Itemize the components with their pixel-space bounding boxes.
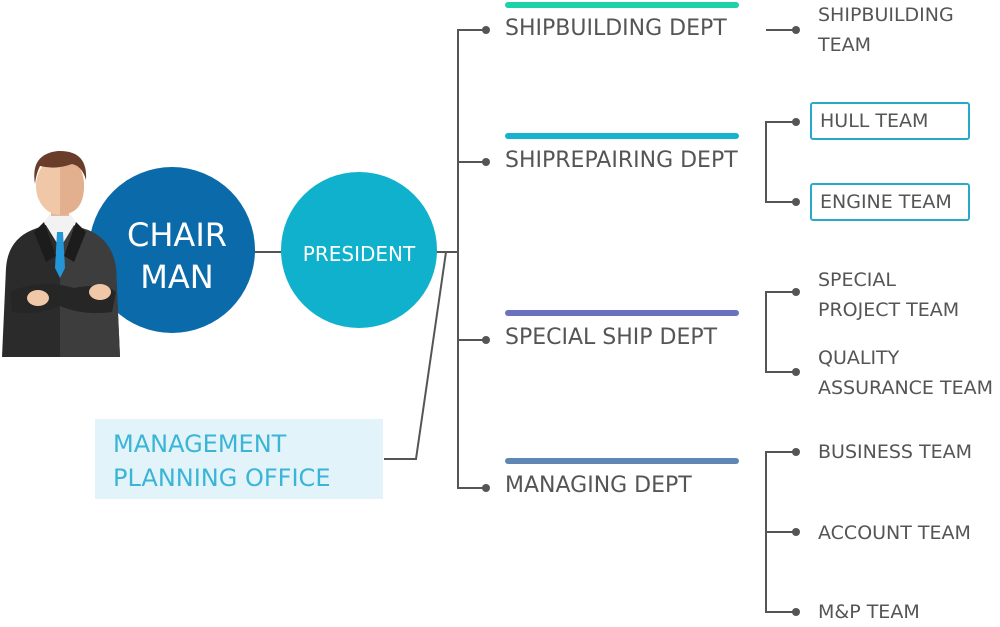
dot-dept-shiprepairing xyxy=(482,158,490,166)
team-shipbuilding-line2: TEAM xyxy=(818,34,872,56)
connector-lines xyxy=(250,29,796,613)
chairman-label: CHAIR MAN xyxy=(102,214,252,298)
team-special-project-line1: SPECIAL xyxy=(818,269,896,291)
team-mp-label: M&P TEAM xyxy=(818,601,920,623)
lapel-left xyxy=(34,222,56,262)
team-quality-assurance-label: QUALITY ASSURANCE TEAM xyxy=(818,343,993,403)
hand-left xyxy=(27,290,49,306)
chairman-circle xyxy=(89,167,255,333)
team-account-label: ACCOUNT TEAM xyxy=(818,522,971,544)
team-special-project-line2: PROJECT TEAM xyxy=(818,299,960,321)
team-special-project-label: SPECIAL PROJECT TEAM xyxy=(818,265,959,325)
connector-dots xyxy=(482,26,800,616)
dot-team-hull xyxy=(792,118,800,126)
dept-shipbuilding-label: SHIPBUILDING DEPT xyxy=(505,16,727,41)
dot-team-shipbuilding xyxy=(792,26,800,34)
team-hull-label: HULL TEAM xyxy=(820,110,929,132)
team-quality-line2: ASSURANCE TEAM xyxy=(818,377,993,399)
hair xyxy=(34,150,87,184)
dot-team-business xyxy=(792,448,800,456)
dot-dept-managing xyxy=(482,484,490,492)
mpo-connector xyxy=(384,251,447,460)
chairman-label-line1: CHAIR xyxy=(127,216,227,254)
dot-team-quality xyxy=(792,368,800,376)
team-branch-special-ship xyxy=(765,291,796,373)
dot-team-special-project xyxy=(792,288,800,296)
department-bars xyxy=(505,2,739,464)
dept-special-ship-label: SPECIAL SHIP DEPT xyxy=(505,325,718,350)
team-hull-box: HULL TEAM xyxy=(810,102,970,140)
shirt-collar xyxy=(44,214,76,248)
president-circle xyxy=(281,172,437,328)
mpo-label-line2: PLANNING OFFICE xyxy=(113,464,331,492)
mpo-label-line1: MANAGEMENT xyxy=(113,430,287,458)
businessman-illustration xyxy=(2,150,120,357)
dot-team-engine xyxy=(792,198,800,206)
face-shade xyxy=(60,157,84,215)
lapel-right xyxy=(64,222,86,262)
team-branch-shiprepairing xyxy=(765,121,796,203)
dot-dept-special-ship xyxy=(482,336,490,344)
dot-team-account xyxy=(792,528,800,536)
team-shipbuilding-label: SHIPBUILDING TEAM xyxy=(818,0,954,60)
team-engine-box: ENGINE TEAM xyxy=(810,183,970,221)
chairman-label-line2: MAN xyxy=(140,258,214,296)
necktie xyxy=(55,232,65,278)
hand-right xyxy=(89,284,111,300)
dept-trunk-line xyxy=(457,29,486,489)
team-shipbuilding-line1: SHIPBUILDING xyxy=(818,4,954,26)
dot-dept-shipbuilding xyxy=(482,26,490,34)
dot-team-mp xyxy=(792,608,800,616)
dept-managing-label: MANAGING DEPT xyxy=(505,473,692,498)
management-planning-office-box: MANAGEMENT PLANNING OFFICE xyxy=(95,419,383,499)
dept-shiprepairing-label: SHIPREPAIRING DEPT xyxy=(505,148,738,173)
team-engine-label: ENGINE TEAM xyxy=(820,191,952,213)
president-label: PRESIDENT xyxy=(302,242,416,266)
team-quality-line1: QUALITY xyxy=(818,347,900,369)
team-business-label: BUSINESS TEAM xyxy=(818,441,972,463)
